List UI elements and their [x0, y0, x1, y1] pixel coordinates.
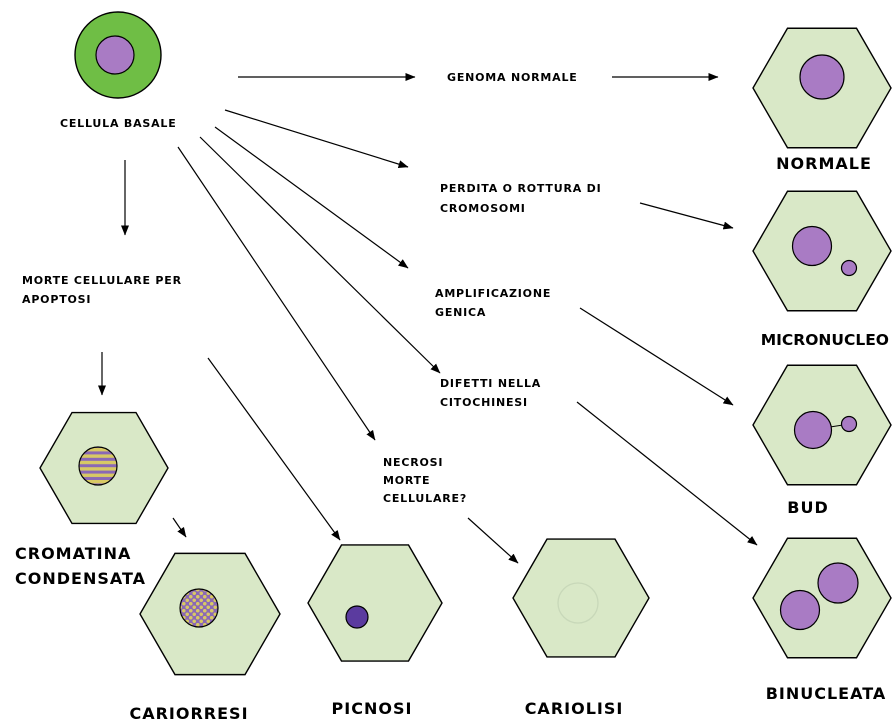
bud-cell-main-nucleus: [793, 410, 833, 450]
cytokinesis-defect-line-1: DIFETTI NELLA: [440, 377, 541, 390]
cytokinesis-defect-label: DIFETTI NELLA CITOCHINESI: [440, 377, 541, 409]
pyknotic-nucleus: [345, 605, 369, 629]
apoptosis-label: MORTE CELLULARE PER APOPTOSI: [22, 274, 182, 306]
karyorrhexis-cell-label: CARIORRESI: [129, 704, 248, 723]
micronucleus-cell-main-nucleus: [791, 225, 833, 267]
cytokinesis-defect-line-2: CITOCHINESI: [440, 396, 528, 409]
apoptosis-line-1: MORTE CELLULARE PER: [22, 274, 182, 287]
chromosome-loss-line-2: CROMOSOMI: [440, 202, 526, 215]
bud-cell-label: BUD: [787, 498, 828, 517]
condensed-chromatin-label-line-1: CROMATINA: [15, 544, 131, 563]
pyknosis-cell-body: [307, 544, 443, 662]
necrosis-label: NECROSI MORTE CELLULARE?: [383, 456, 467, 505]
karyolysis-cell: [512, 538, 650, 658]
karyorrhexis-cell: [139, 552, 281, 676]
binucleate-cell: [752, 537, 892, 659]
chromosome-loss-label: PERDITA O ROTTURA DI CROMOSOMI: [440, 182, 602, 215]
arrows: [98, 73, 758, 564]
normal-genome-text: GENOMA NORMALE: [447, 71, 578, 84]
karyolysis-cell-label: CARIOLISI: [525, 699, 624, 718]
arrow-necrosis-to-karyolysis: [467, 517, 519, 564]
arrow-chromosome-loss-to-micronucleus: [639, 202, 734, 230]
basal-cell-nucleus: [95, 35, 135, 75]
karyolysis-cell-body: [512, 538, 650, 658]
bud-cell: [752, 364, 892, 486]
necrosis-line-3: CELLULARE?: [383, 492, 467, 505]
arrow-condensed-chromatin-to-karyorrhexis: [172, 517, 187, 538]
basal-cell-label: CELLULA BASALE: [60, 117, 177, 130]
binucleate-nucleus-right: [817, 562, 859, 604]
necrosis-line-2: MORTE: [383, 474, 430, 487]
normal-genome-label: GENOMA NORMALE: [447, 71, 578, 84]
normal-cell-label: NORMALE: [776, 154, 872, 173]
arrow-basal-to-chromosome-loss: [224, 109, 409, 168]
condensed-chromatin-nucleus: [78, 446, 118, 486]
gene-amplification-label: AMPLIFICAZIONE GENICA: [435, 287, 551, 319]
necrosis-line-1: NECROSI: [383, 456, 443, 469]
condensed-chromatin-label-line-2: CONDENSATA: [15, 569, 146, 588]
binucleate-cell-label: BINUCLEATA: [766, 684, 887, 703]
arrow-basal-to-necrosis: [177, 146, 376, 441]
chromosome-loss-line-1: PERDITA O ROTTURA DI: [440, 182, 602, 195]
basal-cell: [74, 11, 162, 99]
karyorrhexis-fragmented-nucleus: [179, 588, 219, 628]
arrow-gene-amplification-to-bud: [579, 307, 734, 406]
karyolysis-ghost-nucleus: [557, 582, 599, 624]
arrow-apoptosis-to-pyknosis: [207, 357, 341, 541]
arrow-basal-to-gene-amplification: [214, 126, 409, 269]
normal-cell: [752, 27, 892, 149]
condensed-chromatin-cell: [39, 411, 169, 525]
nuclear-bud: [840, 415, 858, 433]
pyknosis-cell-label: PICNOSI: [332, 699, 413, 718]
micronucleus: [840, 259, 858, 277]
arrow-cytokinesis-defect-to-binucleate: [576, 401, 758, 546]
gene-amplification-line-2: GENICA: [435, 306, 486, 319]
bud-connector: [829, 424, 844, 428]
gene-amplification-line-1: AMPLIFICAZIONE: [435, 287, 551, 300]
normal-cell-nucleus: [799, 54, 845, 100]
binucleate-nucleus-left: [779, 589, 821, 631]
pyknosis-cell: [307, 544, 443, 662]
micronucleus-cell: [752, 190, 892, 312]
binucleate-cell-body: [752, 537, 892, 659]
micronucleus-cell-label: MICRONUCLEO: [761, 331, 889, 349]
arrow-basal-to-cytokinesis-defect: [199, 136, 441, 374]
apoptosis-line-2: APOPTOSI: [22, 293, 91, 306]
